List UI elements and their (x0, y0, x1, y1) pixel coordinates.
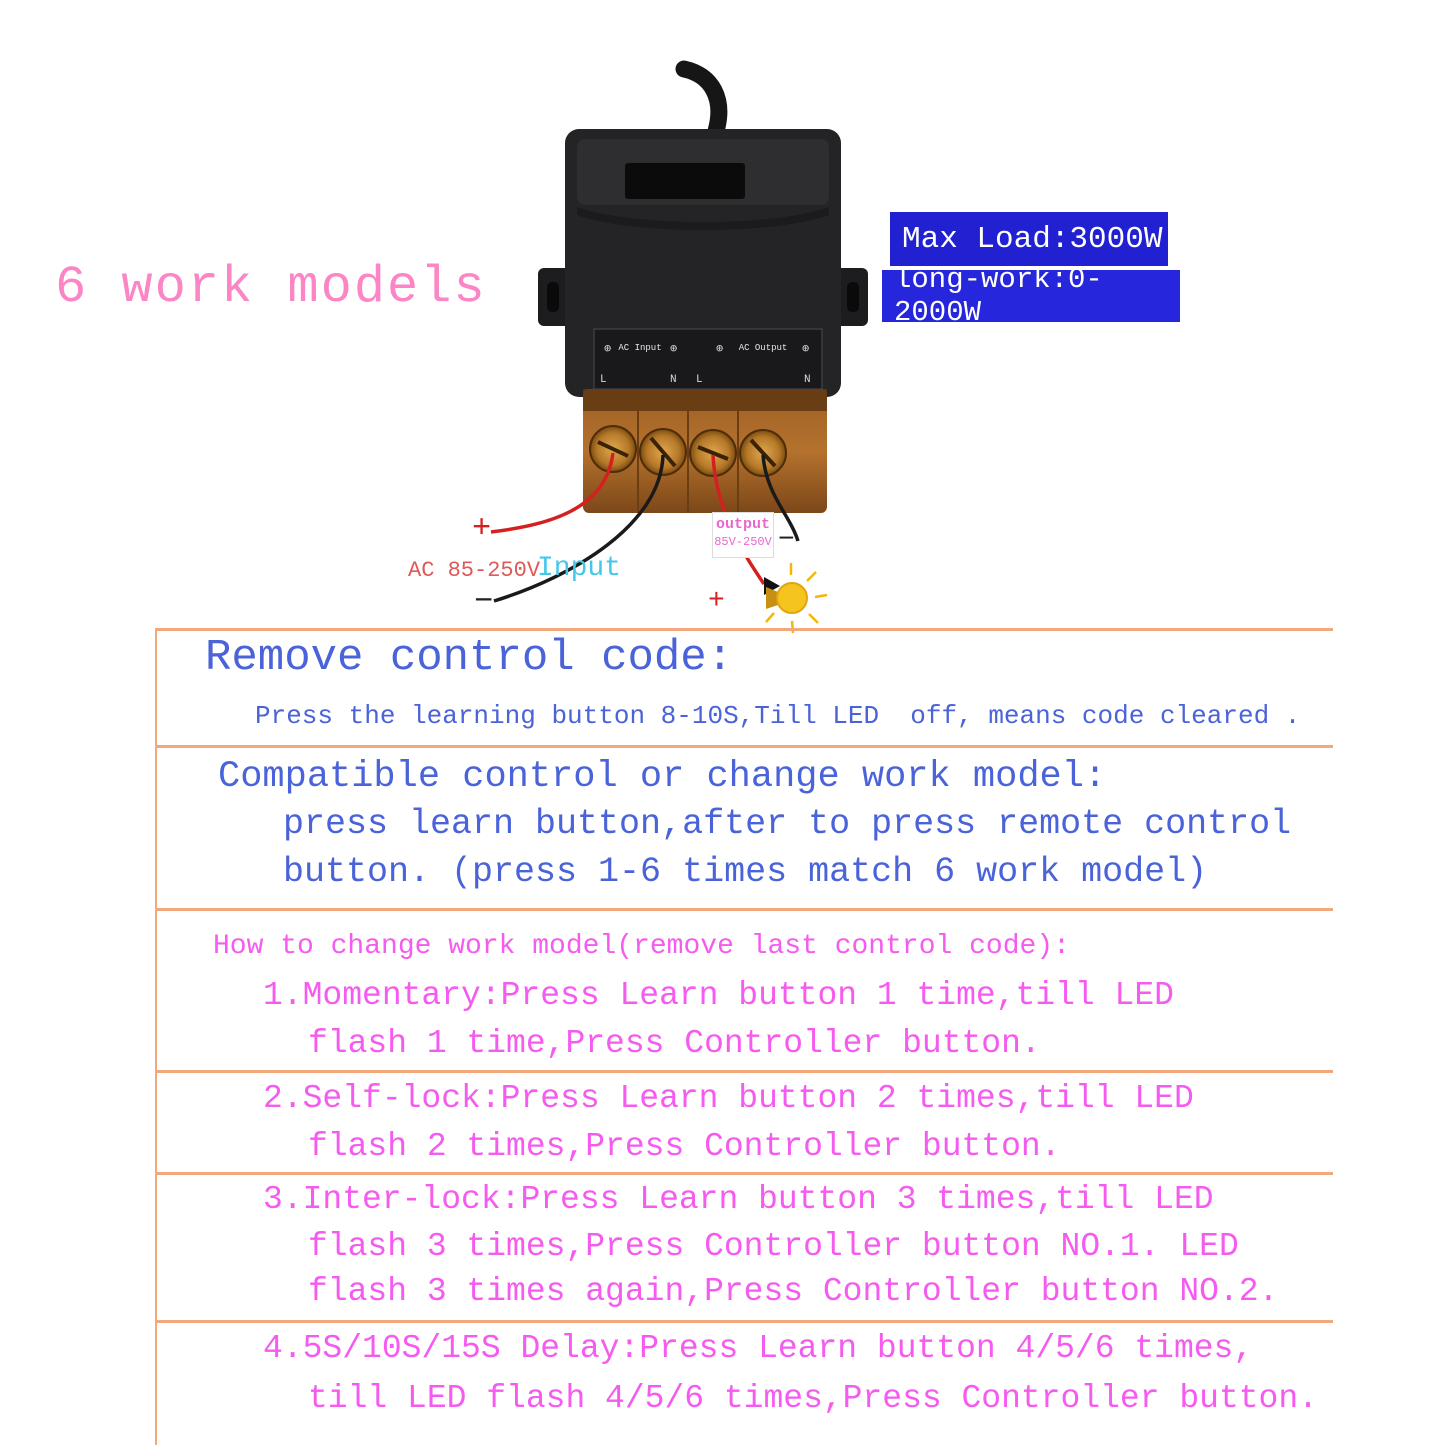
divider-3 (155, 908, 1333, 911)
divider-1 (155, 628, 1333, 631)
terminal-screws (589, 425, 787, 477)
lamp-plus-sign: + (708, 586, 725, 617)
device-seam (577, 207, 829, 230)
long-work-badge: long-work:0-2000W (882, 263, 1180, 329)
ac-output-label: AC Output (739, 343, 788, 353)
ac-rating-label: AC 85-250V (408, 558, 541, 583)
compatible-line2: button. (press 1-6 times match 6 work mo… (283, 852, 1208, 892)
input-label: Input (537, 553, 622, 584)
work-model-item-1-line-1: 1.Momentary:Press Learn button 1 time,ti… (263, 977, 1174, 1014)
work-model-item-3-line-3: flash 3 times again,Press Controller but… (308, 1273, 1279, 1310)
circle-plus-icon: ⊕ (670, 342, 677, 356)
terminal-panel (593, 328, 823, 390)
lamp-minus-sign: − (778, 525, 795, 556)
page-title: 6 work models (55, 258, 487, 317)
terminal-letter-l2: L (696, 374, 703, 386)
remove-code-body: Press the learning button 8-10S,Till LED… (255, 701, 1301, 731)
output-rating: 85V-250V (714, 534, 772, 549)
device-label-recess (625, 163, 745, 199)
input-plus-sign: + (472, 510, 492, 547)
circle-plus-icon: ⊕ (716, 342, 723, 356)
work-model-item-2-line-2: flash 2 times,Press Controller button. (308, 1128, 1061, 1165)
left-border-line (155, 628, 157, 1445)
output-label: output (715, 516, 770, 533)
divider-6 (155, 1320, 1333, 1323)
terminal-letter-n1: N (670, 374, 677, 386)
remove-code-heading: Remove control code: (205, 633, 734, 683)
terminal-letter-n2: N (804, 374, 811, 386)
wire-input-live (490, 452, 615, 534)
work-model-item-4-line-1: 4.5S/10S/15S Delay:Press Learn button 4/… (263, 1330, 1254, 1367)
work-model-item-3-line-2: flash 3 times,Press Controller button NO… (308, 1228, 1239, 1265)
max-load-badge: Max Load:3000W (890, 212, 1168, 266)
work-models-heading: How to change work model(remove last con… (213, 931, 1070, 962)
output-rating-box: output 85V-250V (712, 512, 774, 558)
circle-plus-icon: ⊕ (802, 342, 809, 356)
work-model-item-1-line-2: flash 1 time,Press Controller button. (308, 1025, 1041, 1062)
wire-input-neutral (493, 454, 665, 603)
antenna (675, 60, 728, 140)
circle-plus-icon: ⊕ (604, 342, 611, 356)
compatible-line1: press learn button,after to press remote… (283, 804, 1292, 844)
work-model-item-3-line-1: 3.Inter-lock:Press Learn button 3 times,… (263, 1181, 1214, 1218)
terminal-letter-l1: L (600, 374, 607, 386)
light-bulb-icon (765, 563, 828, 634)
compatible-heading: Compatible control or change work model: (218, 756, 1107, 798)
wire-output-neutral (761, 454, 800, 542)
ac-input-label: AC Input (618, 343, 661, 353)
input-minus-sign: − (474, 583, 494, 620)
work-model-item-2-line-1: 2.Self-lock:Press Learn button 2 times,t… (263, 1080, 1194, 1117)
divider-5 (155, 1172, 1333, 1175)
mount-ear-left (538, 268, 572, 326)
device-photo: ⊕ ⊕ AC Input ⊕ ⊕ AC Output L N L N (490, 60, 868, 634)
divider-4 (155, 1070, 1333, 1073)
work-model-item-4-line-2: till LED flash 4/5/6 times,Press Control… (308, 1380, 1318, 1417)
divider-2 (155, 745, 1333, 748)
mount-ear-right (834, 268, 868, 326)
